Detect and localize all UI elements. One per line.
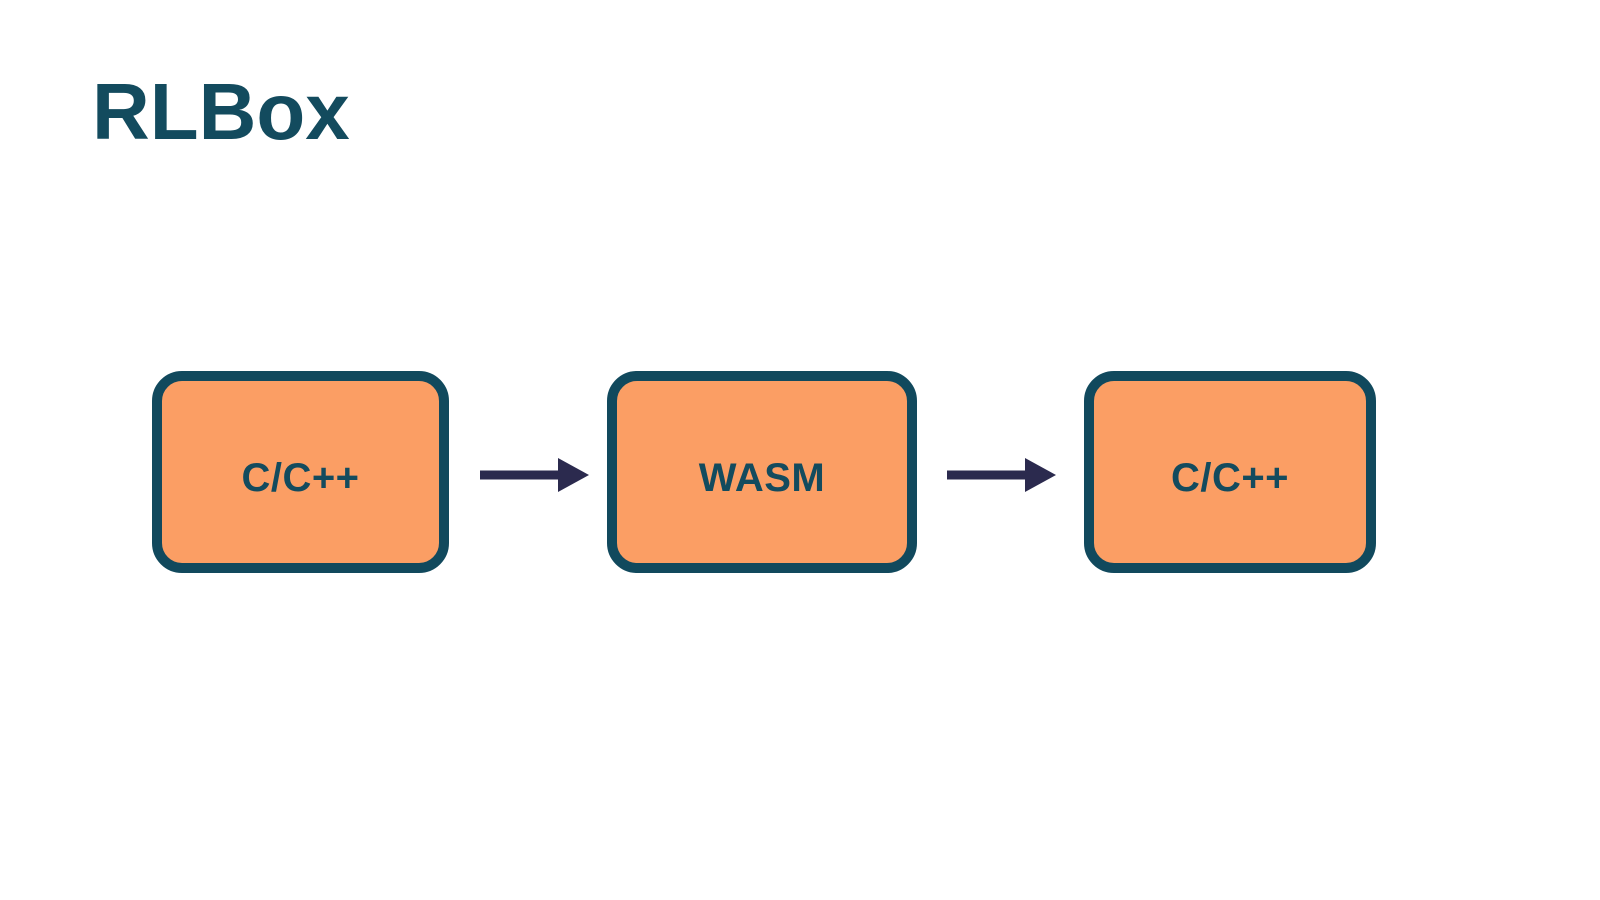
page-title: RLBox xyxy=(92,67,350,156)
node-wasm: WASM xyxy=(607,371,917,573)
node-label: C/C++ xyxy=(1170,455,1290,500)
node-c-cpp-result: C/C++ xyxy=(1084,371,1376,573)
node-label: C/C++ xyxy=(241,455,360,500)
right-arrow-icon xyxy=(478,456,590,494)
node-c-cpp-source: C/C++ xyxy=(152,371,449,573)
right-arrow-icon xyxy=(945,456,1057,494)
node-label: WASM xyxy=(698,455,826,500)
